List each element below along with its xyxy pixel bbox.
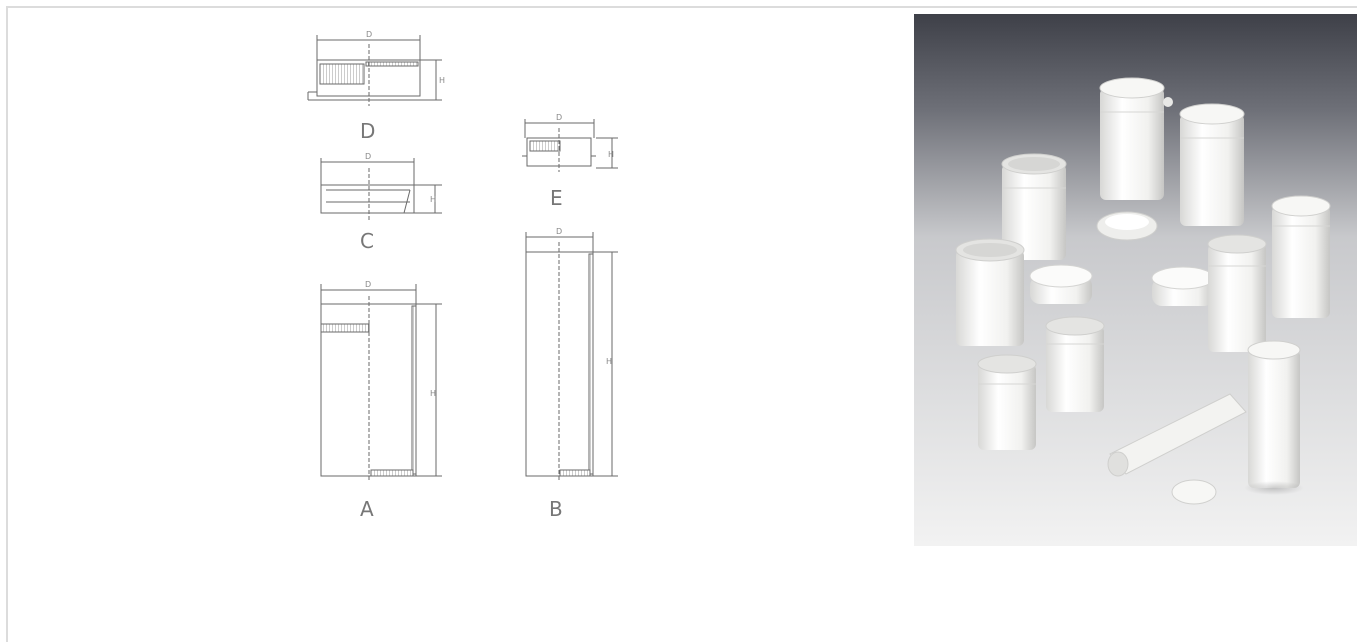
part-c-dim-height: H bbox=[430, 195, 436, 204]
lid-front bbox=[1171, 479, 1304, 505]
part-a-dim-width: D bbox=[365, 280, 371, 289]
product-photo bbox=[914, 14, 1357, 546]
part-e-dim-width: D bbox=[556, 113, 562, 122]
part-b-dim-width: D bbox=[556, 227, 562, 236]
part-c-label: C bbox=[360, 229, 374, 253]
part-d-drawing bbox=[307, 35, 442, 106]
part-d-label: D bbox=[360, 119, 375, 143]
lid-top-center bbox=[1096, 211, 1158, 241]
container-small-1 bbox=[1045, 316, 1105, 412]
part-a-label: A bbox=[360, 497, 374, 521]
container-small-2 bbox=[977, 354, 1037, 450]
part-a-dim-height: H bbox=[430, 389, 436, 398]
tube-lying bbox=[1107, 393, 1247, 477]
part-c-drawing bbox=[320, 158, 442, 220]
container-tall-1 bbox=[1099, 77, 1173, 200]
lid-left-center bbox=[1029, 264, 1093, 304]
part-b-drawing bbox=[525, 232, 618, 482]
part-b-dim-height: H bbox=[606, 357, 612, 366]
part-d-dim-height: H bbox=[439, 76, 445, 85]
part-d-dim-width: D bbox=[366, 30, 372, 39]
container-right-tall bbox=[1271, 195, 1331, 318]
technical-drawing: D H D D H C bbox=[307, 30, 618, 521]
container-open-1 bbox=[1001, 153, 1067, 260]
container-tall-2 bbox=[1179, 103, 1245, 226]
part-c-dim-width: D bbox=[365, 152, 371, 161]
tube-standing bbox=[1247, 340, 1301, 488]
part-e-drawing bbox=[522, 119, 618, 172]
part-a-drawing bbox=[320, 284, 442, 482]
part-e-label: E bbox=[550, 186, 563, 210]
figure-frame bbox=[6, 6, 1357, 642]
lid-right-center bbox=[1151, 266, 1215, 306]
part-b-label: B bbox=[549, 497, 563, 521]
part-e-dim-height: H bbox=[608, 150, 614, 159]
container-open-2 bbox=[955, 238, 1025, 346]
container-open-3 bbox=[1207, 234, 1267, 352]
